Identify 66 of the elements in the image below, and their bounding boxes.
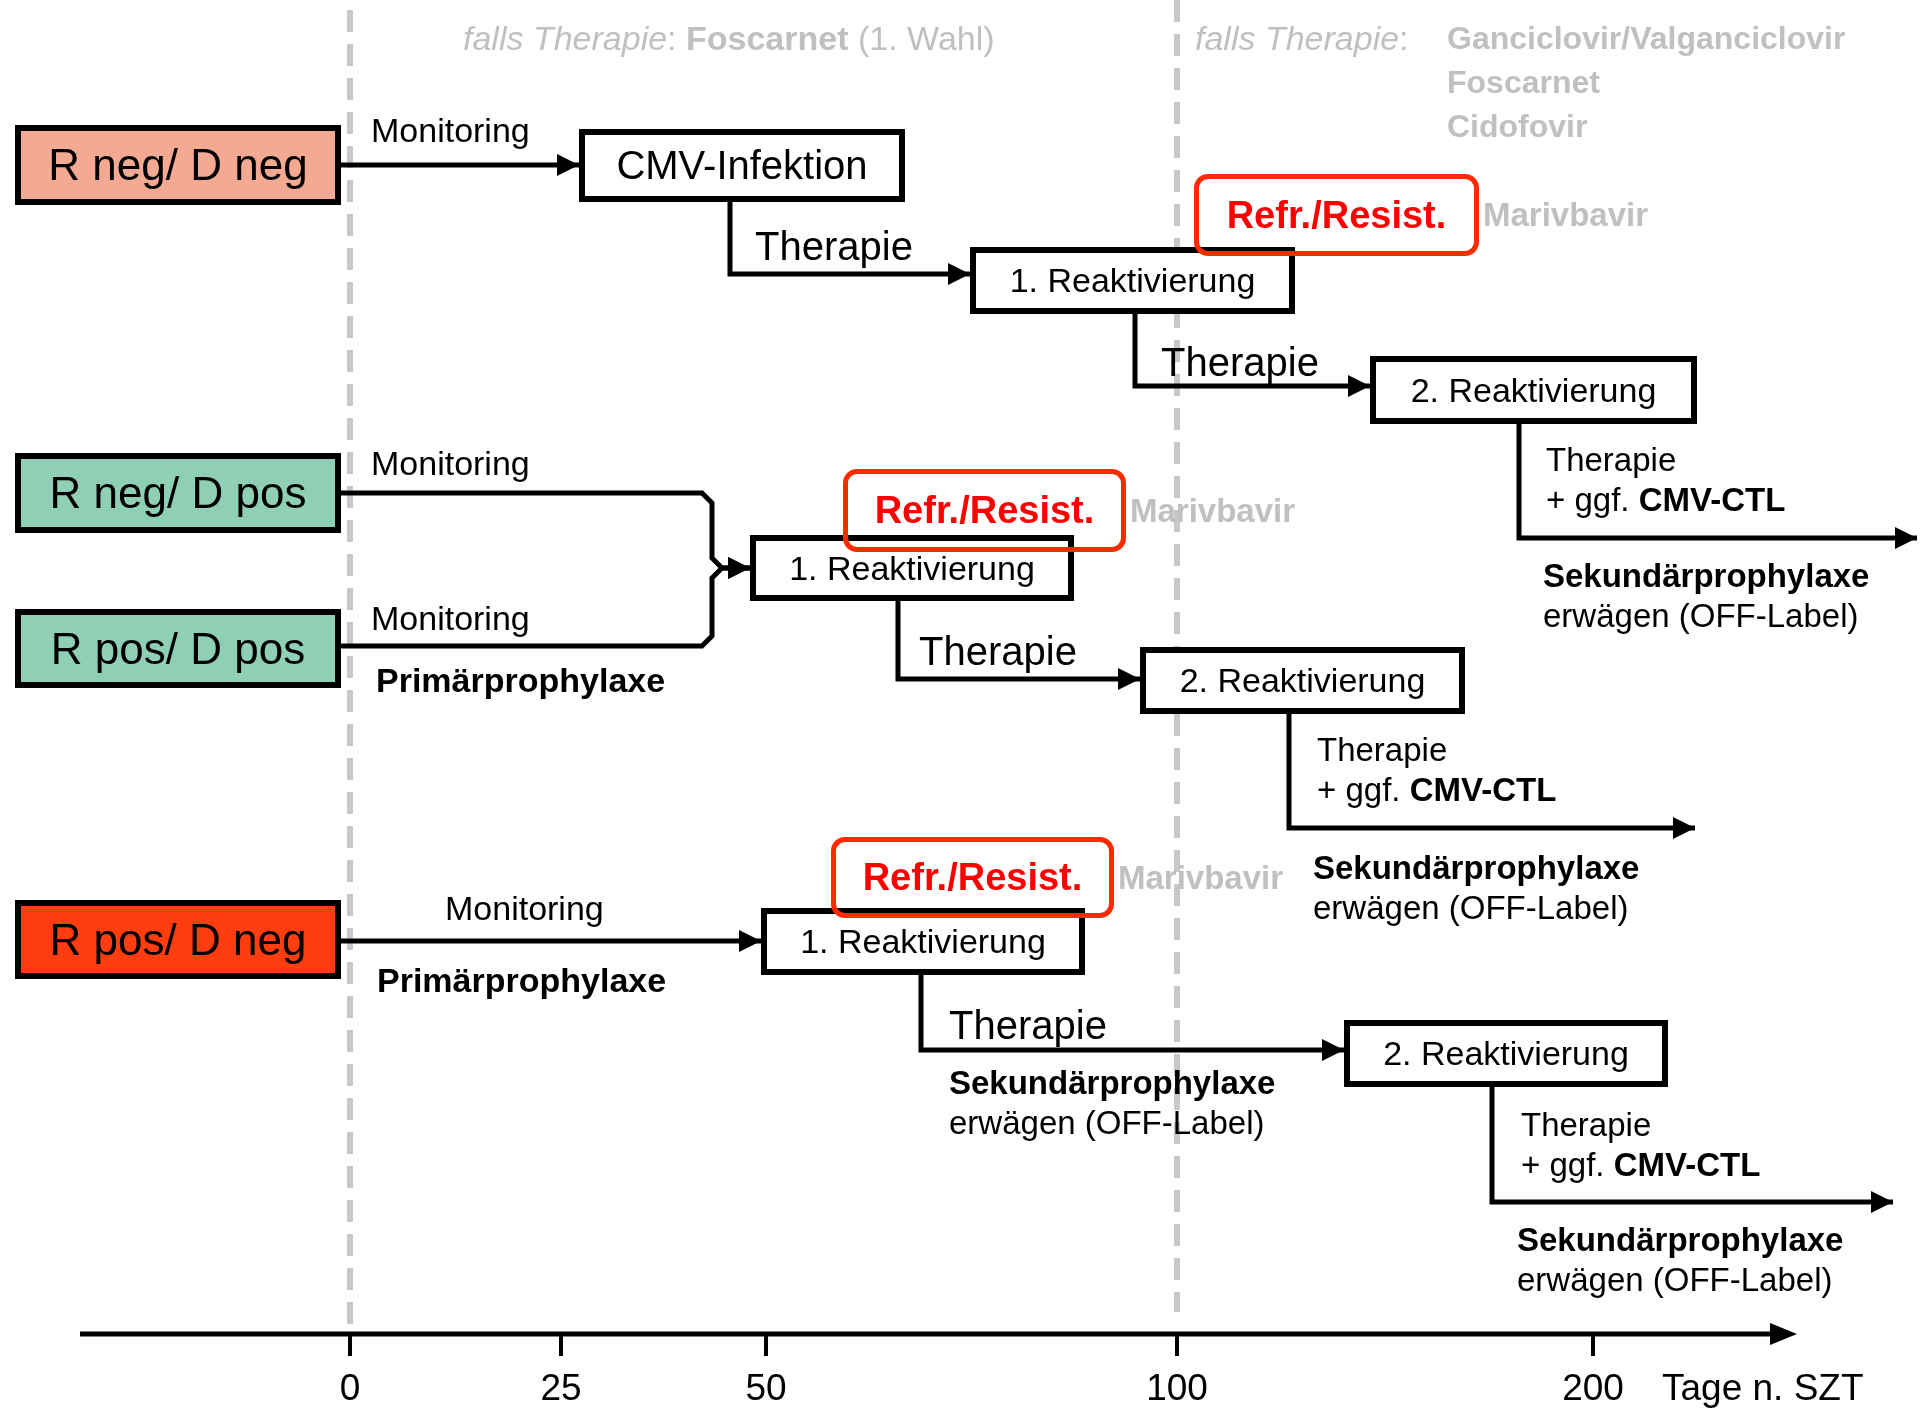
edge-label: Therapie <box>1161 339 1319 386</box>
process-box <box>761 908 1085 975</box>
arrow <box>341 557 750 649</box>
box-label: Refr./Resist. <box>1226 193 1447 237</box>
box-label: 1. Reaktivierung <box>789 548 1035 588</box>
tick-label: 0 <box>339 1366 361 1410</box>
edge-label: Monitoring <box>445 888 604 929</box>
tick-label: 25 <box>540 1366 582 1410</box>
edge-label: Therapie + ggf. CMV-CTL <box>1317 730 1558 810</box>
prophylaxis-note: Sekundärprophylaxe erwägen (OFF-Label) <box>1313 848 1641 928</box>
therapy-note: falls Therapie: <box>1195 18 1409 59</box>
process-box <box>1344 1020 1668 1087</box>
tick-label: 50 <box>745 1366 787 1410</box>
arrow <box>918 975 1344 1061</box>
process-box <box>750 535 1074 601</box>
prophylaxis-note: Primärprophylaxe <box>377 960 667 1001</box>
process-box <box>970 247 1295 314</box>
tick-label: 200 <box>1562 1366 1624 1410</box>
box-label: Refr./Resist. <box>862 856 1083 899</box>
box-label: 1. Reaktivierung <box>1009 261 1256 300</box>
arrow <box>1489 1087 1893 1213</box>
box-label: 2. Reaktivierung <box>1383 1034 1629 1073</box>
arrow <box>341 154 579 176</box>
prophylaxis-note: Sekundärprophylaxe erwägen (OFF-Label) <box>1517 1220 1845 1300</box>
therapy-note: falls Therapie: Foscarnet (1. Wahl) <box>463 18 995 59</box>
process-box <box>1370 356 1697 424</box>
prophylaxis-note: Sekundärprophylaxe erwägen (OFF-Label) <box>1543 556 1871 636</box>
prophylaxis-note: Sekundärprophylaxe erwägen (OFF-Label) <box>949 1063 1277 1143</box>
edge-label: Therapie <box>919 628 1077 675</box>
drug-name: Foscarnet <box>1447 63 1600 102</box>
patient-group-box <box>15 900 341 979</box>
drug-name: Ganciclovir/Valganciclovir <box>1447 19 1846 58</box>
arrow <box>727 202 970 285</box>
axis-title: Tage n. SZT <box>1662 1366 1864 1410</box>
box-label: 2. Reaktivierung <box>1179 661 1426 700</box>
patient-group-box <box>15 453 341 533</box>
edge-label: Monitoring <box>371 110 530 151</box>
box-label: R pos/ D pos <box>50 623 306 674</box>
process-box <box>579 129 905 202</box>
arrow <box>1286 714 1695 839</box>
drug-name: Cidofovir <box>1447 107 1588 146</box>
edge-label: Therapie + ggf. CMV-CTL <box>1546 440 1787 520</box>
box-label: R neg/ D pos <box>49 468 307 518</box>
edge-label: Therapie + ggf. CMV-CTL <box>1521 1105 1762 1185</box>
drug-note: Marivbavir <box>1483 196 1649 234</box>
box-label: Refr./Resist. <box>874 489 1095 532</box>
arrow <box>341 930 761 952</box>
process-box <box>1140 647 1465 714</box>
edge-label: Monitoring <box>371 443 530 484</box>
patient-group-box <box>15 609 341 688</box>
drug-note: Marivbavir <box>1130 491 1296 530</box>
edge-label: Therapie <box>949 1002 1107 1049</box>
tick-label: 100 <box>1146 1366 1208 1410</box>
box-label: 2. Reaktivierung <box>1410 370 1657 410</box>
box-label: R pos/ D neg <box>49 914 307 965</box>
prophylaxis-note: Primärprophylaxe <box>376 660 666 701</box>
arrow <box>1132 314 1370 397</box>
box-label: 1. Reaktivierung <box>800 922 1046 961</box>
arrow <box>1516 424 1917 549</box>
drug-note: Marivbavir <box>1118 858 1284 897</box>
box-label: R neg/ D neg <box>48 140 308 190</box>
patient-group-box <box>15 125 341 205</box>
edge-label: Monitoring <box>371 598 530 639</box>
box-label: CMV-Infektion <box>616 143 868 188</box>
arrow <box>895 601 1140 690</box>
edge-label: Therapie <box>755 223 913 270</box>
